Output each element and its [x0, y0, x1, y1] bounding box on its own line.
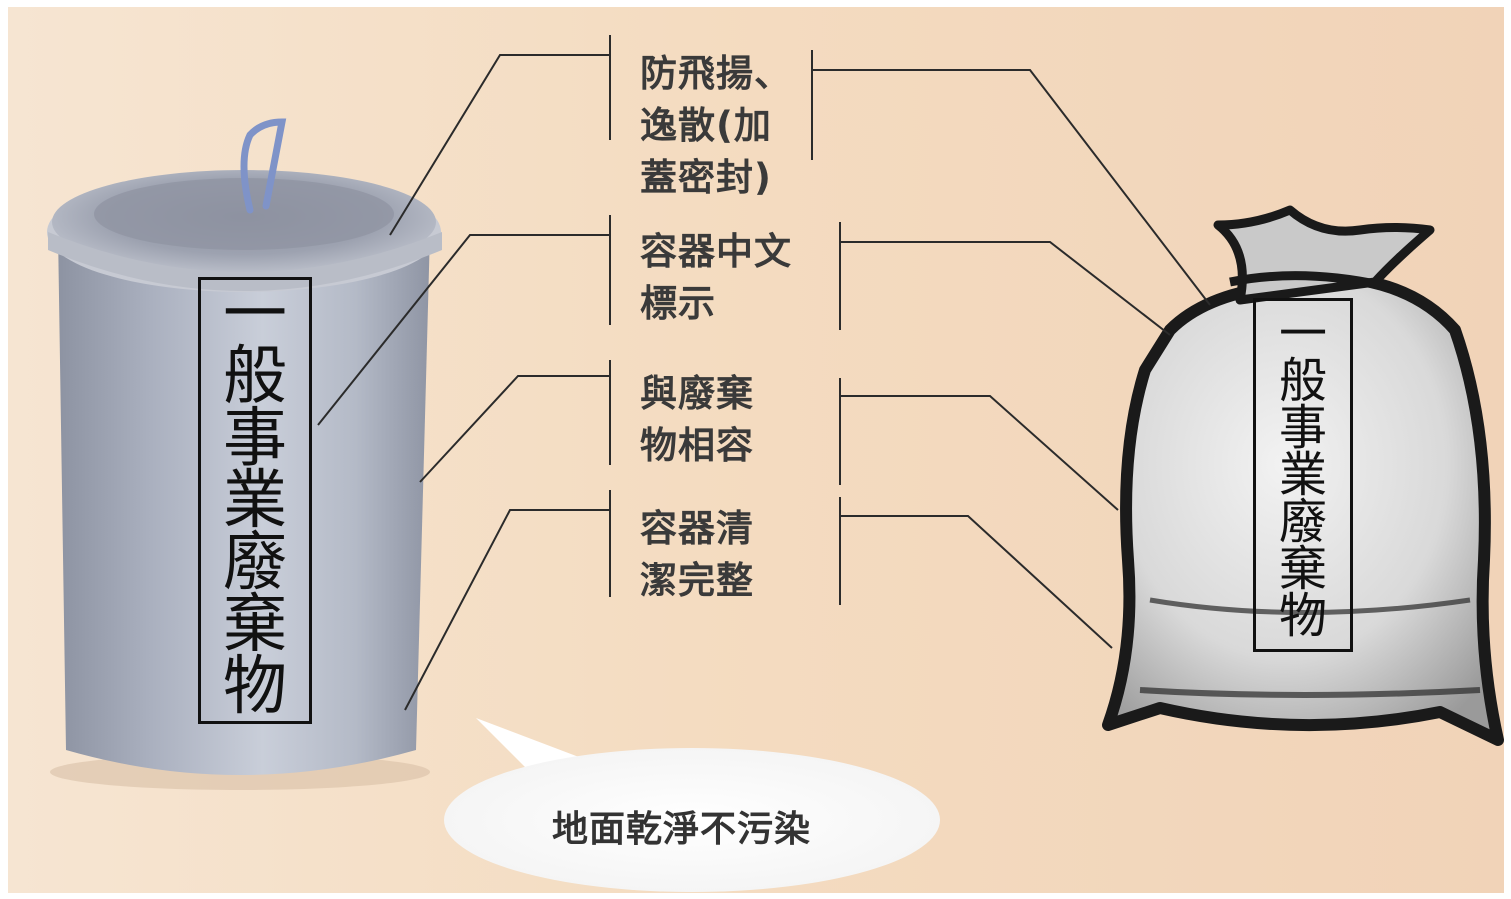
leader-right-3 — [840, 395, 1119, 511]
requirement-line: 潔完整 — [640, 559, 754, 602]
label-char: 般 — [1278, 352, 1327, 409]
label-char: 廢 — [223, 525, 287, 600]
label-char: 業 — [1278, 446, 1327, 503]
requirement-line: 逸散(加 — [640, 104, 772, 147]
label-char: 般 — [223, 339, 287, 414]
requirement-compatibility: 與廢棄 物相容 — [640, 368, 754, 472]
requirement-line: 與廢棄 — [640, 372, 754, 415]
trash-can-icon — [47, 118, 442, 790]
connector-lines — [317, 35, 1211, 711]
requirement-clean-intact: 容器清 潔完整 — [640, 503, 754, 607]
leader-right-1 — [812, 69, 1211, 306]
leader-left-2 — [317, 234, 610, 426]
requirement-line: 容器清 — [640, 507, 754, 550]
speech-bubble — [444, 718, 940, 892]
requirement-line: 物相容 — [640, 424, 754, 467]
label-char: 物 — [223, 649, 287, 724]
requirement-line: 防飛揚、 — [640, 52, 792, 95]
requirement-line: 標示 — [640, 282, 716, 325]
can-vertical-label: 一 般 事 業 廢 棄 物 — [198, 277, 312, 724]
label-char: 棄 — [1278, 540, 1327, 597]
label-char: 廢 — [1278, 493, 1327, 550]
garbage-bag-icon — [1102, 205, 1504, 746]
label-char: 事 — [223, 401, 287, 476]
label-char: 一 — [1278, 305, 1327, 362]
bubble-text: 地面乾淨不污染 — [552, 809, 812, 850]
leader-left-3 — [419, 375, 610, 483]
requirement-dust-prevention: 防飛揚、 逸散(加 蓋密封) — [640, 48, 792, 204]
leader-right-2 — [840, 241, 1171, 336]
label-char: 一 — [223, 277, 287, 352]
requirement-chinese-label: 容器中文 標示 — [640, 226, 792, 330]
requirement-line: 蓋密封) — [640, 156, 772, 199]
requirement-line: 容器中文 — [640, 230, 792, 273]
bag-vertical-label: 一 般 事 業 廢 棄 物 — [1253, 298, 1353, 652]
label-char: 物 — [1278, 587, 1327, 644]
leader-left-4 — [404, 509, 610, 711]
leader-right-4 — [840, 515, 1113, 649]
label-char: 業 — [223, 463, 287, 538]
leader-left-1 — [389, 54, 610, 236]
label-char: 棄 — [223, 587, 287, 662]
label-char: 事 — [1278, 399, 1327, 456]
